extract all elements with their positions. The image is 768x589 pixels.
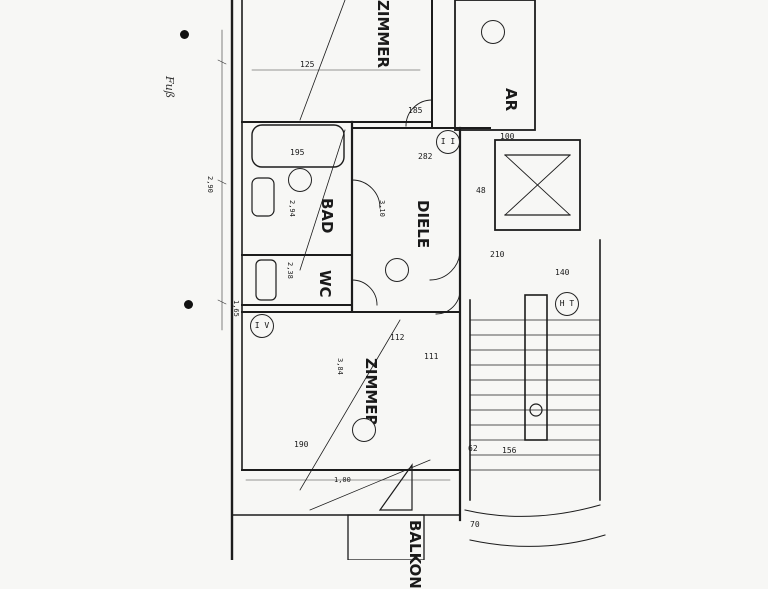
room-number-circle: [481, 20, 505, 44]
door-swing-4: [429, 249, 461, 281]
dimension-label: 62: [468, 444, 478, 453]
door-swing-3: [351, 279, 378, 306]
area-code: 3,84: [336, 358, 344, 375]
dimension-label: 190: [294, 440, 309, 449]
elevator-cross-2: [504, 154, 571, 216]
elevator-block: [494, 139, 581, 231]
punch-hole: [184, 300, 193, 309]
diagonal-3: [299, 0, 346, 121]
room-label-balkon: BALKON: [406, 520, 424, 589]
balcony-wedge: [378, 463, 413, 511]
stair-column: [524, 294, 548, 441]
stair-arc-2: [469, 534, 606, 547]
dimension-label: 210: [490, 250, 505, 259]
dimension-label: 185: [408, 106, 423, 115]
dimension-label: 100: [500, 132, 515, 141]
floor-plan-drawing: [217, 0, 606, 560]
dimension-label: 125: [300, 60, 315, 69]
dimension-label: 2,90: [206, 176, 214, 193]
room-number-circle: [352, 418, 376, 442]
area-code: 2,38: [286, 262, 294, 279]
room-number-circle: [288, 168, 312, 192]
dimension-label: 140: [555, 268, 570, 277]
room-label-bad: BAD: [318, 198, 336, 234]
dimension-label: 1,00: [334, 476, 351, 484]
dimension-label: 282: [418, 152, 433, 161]
dimension-label: 1,65: [232, 300, 240, 317]
dimension-label: 195: [290, 148, 305, 157]
bottom-strip: [347, 514, 425, 560]
dimension-label: 111: [424, 352, 439, 361]
diagonal-4: [299, 129, 346, 271]
room-label-wc: WC: [316, 270, 334, 298]
room-label-ar: AR: [502, 88, 520, 112]
marker-circle: I I: [436, 130, 460, 154]
door-swing-1: [351, 179, 381, 209]
dimension-label: 70: [470, 520, 480, 529]
dimension-lines: [217, 29, 451, 481]
area-code: 2,94: [288, 200, 296, 217]
area-code: 3,10: [378, 200, 386, 217]
room-label-zimmer-top: ZIMMER: [374, 0, 392, 69]
handwritten-note: Fuß: [163, 76, 176, 99]
room-label-diele: DIELE: [414, 200, 432, 249]
diagonal-1: [299, 319, 401, 491]
door-swing-2: [405, 99, 433, 127]
dimension-label: 48: [476, 186, 486, 195]
punch-hole: [180, 30, 189, 39]
dimension-label: 156: [502, 446, 517, 455]
dimension-label: 112: [390, 333, 405, 342]
bathtub: [251, 124, 345, 168]
stair-node: [529, 403, 543, 417]
door-swing-5: [435, 289, 461, 315]
wc-fixture: [255, 259, 277, 301]
toilet-outline: [251, 177, 275, 217]
stair-treads: [469, 319, 601, 471]
room-number-circle: [385, 258, 409, 282]
ar-block: [454, 0, 536, 131]
stair-arc: [464, 504, 601, 517]
marker-circle: H T: [555, 292, 579, 316]
marker-circle: I V: [250, 314, 274, 338]
room-label-zimmer: ZIMMER: [362, 358, 380, 427]
